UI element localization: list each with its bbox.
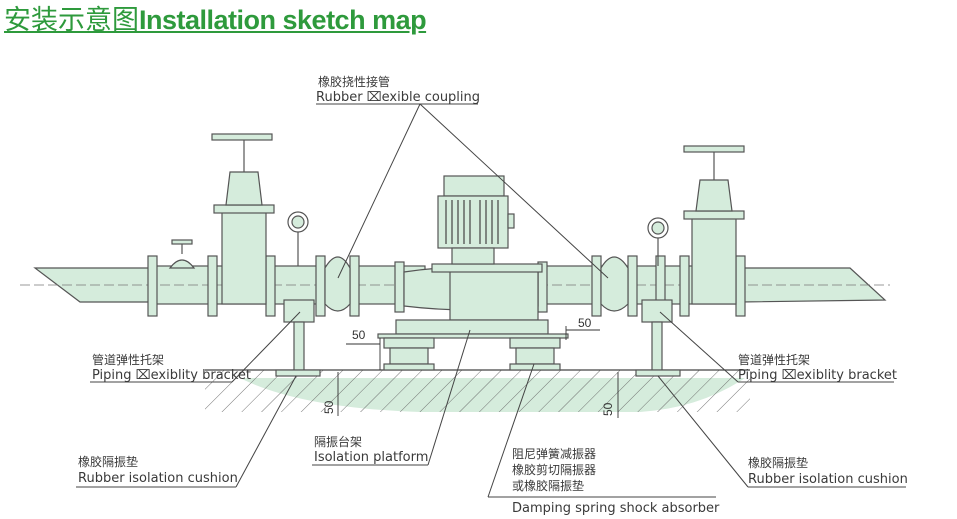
dimension-50-top-left: 50 <box>352 328 366 342</box>
damping-spring-left <box>383 337 435 371</box>
pressure-gauge-right <box>647 217 669 266</box>
label-cushion-left-cn: 橡胶隔振垫 <box>78 454 138 469</box>
motor <box>437 175 515 265</box>
pipe-bracket-right <box>635 299 681 377</box>
leader-lines <box>76 103 906 498</box>
label-damper-cn-1: 阻尼弹簧减振器 <box>512 446 596 461</box>
dimension-lines <box>337 326 619 418</box>
label-cushion-right-en: Rubber isolation cushion <box>748 472 908 487</box>
gate-valve-left <box>211 133 275 305</box>
flexible-coupling-right <box>600 256 629 312</box>
label-bracket-left-en: Piping ⌧exiblity bracket <box>92 368 251 383</box>
label-damper-cn-3: 或橡胶隔振垫 <box>512 478 584 493</box>
label-bracket-right-cn: 管道弹性托架 <box>738 352 810 367</box>
small-valve <box>168 239 196 269</box>
isolation-platform <box>377 319 569 339</box>
label-cushion-left-en: Rubber isolation cushion <box>78 471 238 486</box>
dimension-50-bottom-left: 50 <box>322 400 336 414</box>
pump-body <box>403 263 543 321</box>
dimension-50-top-right: 50 <box>578 316 592 330</box>
label-damper-cn-2: 橡胶剪切隔振器 <box>512 462 596 477</box>
flanges <box>147 255 746 317</box>
label-platform-en: Isolation platform <box>314 450 428 465</box>
label-cushion-right-cn: 橡胶隔振垫 <box>748 455 808 470</box>
label-damper-en: Damping spring shock absorber <box>512 501 720 516</box>
label-coupling-en: Rubber ⌧exible coupling <box>316 90 480 105</box>
title-cn: 安装示意图 <box>4 5 139 36</box>
title-en: Installation sketch map <box>139 5 427 35</box>
flexible-coupling-left <box>324 256 351 312</box>
page-title: 安装示意图Installation sketch map <box>4 2 427 39</box>
label-coupling-cn: 橡胶挠性接管 <box>318 74 390 89</box>
pressure-gauge-left <box>287 211 309 266</box>
label-bracket-right-en: Piping ⌧exiblity bracket <box>738 368 897 383</box>
label-platform-cn: 隔振台架 <box>314 434 362 449</box>
label-bracket-left-cn: 管道弹性托架 <box>92 352 164 367</box>
dimension-50-bottom-right: 50 <box>601 402 615 416</box>
main-pipe <box>20 265 890 305</box>
gate-valve-right <box>683 145 745 305</box>
pipe-bracket-left <box>275 299 321 377</box>
damping-spring-right <box>509 337 561 371</box>
